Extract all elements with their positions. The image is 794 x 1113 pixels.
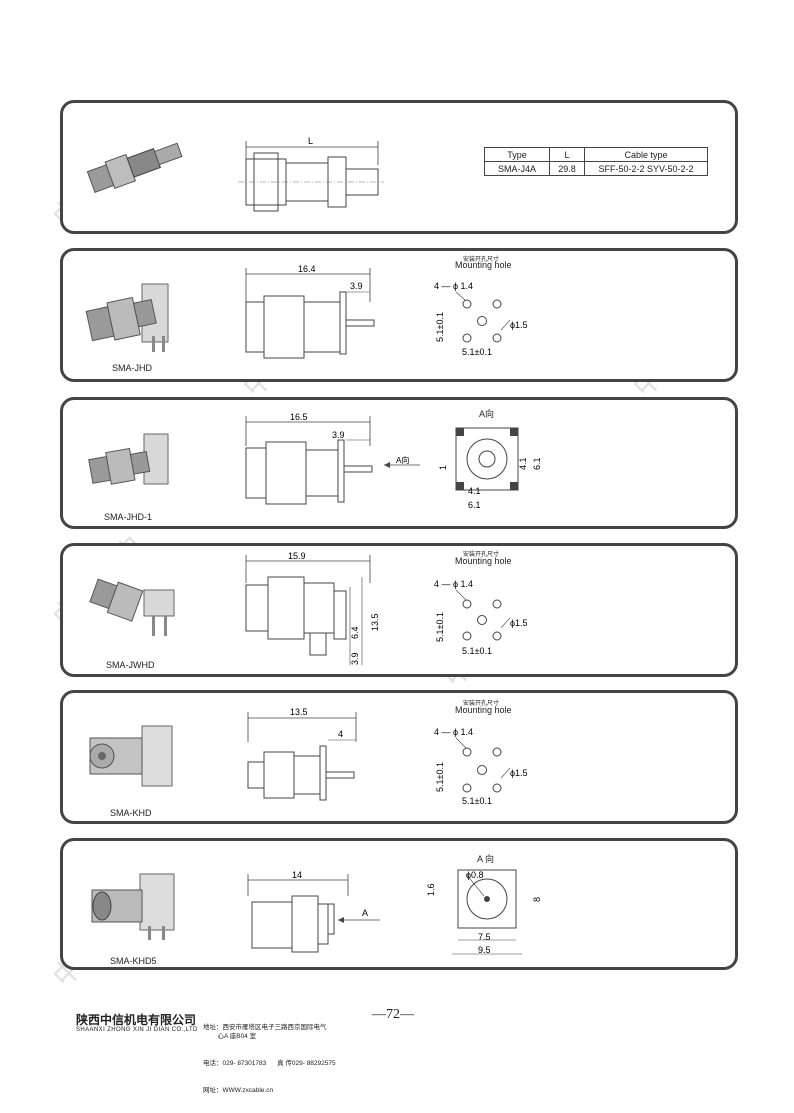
dim-horizontal: 5.1±0.1: [462, 347, 492, 357]
hole-title-cn: 安装开孔尺寸: [463, 256, 500, 263]
website: 网址：WWW.zxcable.cn: [203, 1087, 274, 1094]
model-label: SMA-KHD5: [110, 956, 157, 966]
drawing-sma-khd5: 14 A: [247, 870, 380, 953]
model-label: SMA-JHD-1: [104, 512, 153, 522]
hole-title-cn: 安装开孔尺寸: [463, 551, 500, 558]
connector-photo: [86, 142, 183, 193]
phi-small: 4 — ϕ 1.4: [434, 727, 473, 737]
company-contact: 地址：西安市雁塔区电子三路西京国际电气 心A 座B04 室 电话：029- 87…: [203, 1005, 336, 1113]
cell-cable-type: SFF-50-2-2 SYV-50-2-2: [584, 161, 708, 176]
dim-vertical: 5.1±0.1: [435, 312, 445, 342]
view-a-drawing: 4.1 6.1 1 4.1 6.1: [438, 427, 542, 510]
dim-vertical: 5.1±0.1: [435, 612, 445, 642]
dim-horizontal: 5.1±0.1: [462, 646, 492, 656]
hole-title-en: Mounting hole: [455, 556, 512, 566]
dim-h2: 6.1: [468, 500, 481, 510]
dim-length: 14: [292, 870, 302, 880]
connector-photo: [89, 725, 173, 787]
cell-l: 29.8: [549, 161, 585, 176]
phi: ϕ0.8: [466, 870, 484, 880]
phone-fax: 电话：029- 87301783 真 传029- 88292575: [203, 1060, 336, 1067]
phi-big: ϕ1.5: [510, 320, 528, 330]
dim-length: 16.4: [298, 264, 316, 274]
dim-h2: 9.5: [478, 945, 491, 955]
dim-length: 13.5: [290, 707, 308, 717]
drawing-sma-jhd-1: 16.5 3.9: [245, 412, 373, 505]
mounting-hole-drawing: 4 — ϕ 1.4 ϕ1.5 5.1±0.1 5.1±0.1: [434, 727, 528, 806]
dim-v1: 1.6: [426, 883, 436, 896]
header-type: Type: [484, 147, 550, 162]
connector-photo: [85, 283, 169, 352]
dim-h1: 4.1: [468, 486, 481, 496]
dim-pin: 3.9: [332, 430, 345, 440]
product-panel-sma-jhd-1: [60, 397, 738, 529]
dim-d: 13.5: [370, 613, 380, 631]
view-arrow: A向: [384, 455, 420, 468]
phi-big: ϕ1.5: [510, 768, 528, 778]
phi-small: 4 — ϕ 1.4: [434, 579, 473, 589]
arrow-label: A: [362, 908, 368, 918]
dim-pin: 4: [338, 729, 343, 739]
address: 地址：西安市雁塔区电子三路西京国际电气 心A 座B04 室: [203, 1024, 327, 1040]
hole-title-cn: 安装开孔尺寸: [463, 700, 500, 707]
view-a-drawing: ϕ0.8 1.6 8 7.5 9.5: [426, 869, 542, 955]
dim-v1: 4.1: [518, 457, 528, 470]
view-label: A 向: [477, 854, 495, 864]
mounting-hole-drawing: 4 — ϕ 1.4 ϕ1.5 5.1±0.1 5.1±0.1: [434, 281, 528, 357]
connector-photo: [89, 578, 175, 636]
phi-big: ϕ1.5: [510, 618, 528, 628]
hole-title-en: Mounting hole: [455, 260, 512, 270]
connector-photo: [91, 873, 175, 940]
drawing-sma-j4a: L: [238, 136, 384, 212]
model-label: SMA-JHD: [112, 363, 152, 373]
company-name-cn: 陕西中信机电有限公司: [76, 1013, 197, 1027]
spec-table: Type L Cable type SMA-J4A 29.8 SFF-50-2-…: [484, 147, 708, 176]
dim-h1: 7.5: [478, 932, 491, 942]
product-panel-sma-jhd: [60, 248, 738, 382]
view-arrow-label: A向: [396, 455, 409, 465]
dim-pin: 3.9: [350, 281, 363, 291]
dim-vertical: 5.1±0.1: [435, 762, 445, 792]
dim-c: 6.4: [350, 626, 360, 639]
drawing-sma-jwhd: 15.9 6.4 13.5 3.9: [245, 551, 380, 665]
phi-small: 4 — ϕ 1.4: [434, 281, 473, 291]
dim-v2: 6.1: [532, 457, 542, 470]
dim-e: 3.9: [350, 652, 360, 665]
header-cable-type: Cable type: [584, 147, 708, 162]
dim-l: L: [308, 136, 313, 146]
connector-photo: [88, 433, 169, 485]
dim-v3: 1: [438, 465, 448, 470]
company-name-en: SHAANXI ZHONG XIN JI DIAN CO.,LTD: [76, 1027, 198, 1033]
dim-length: 16.5: [290, 412, 308, 422]
view-label: A向: [479, 409, 495, 419]
model-label: SMA-JWHD: [106, 660, 155, 670]
drawing-sma-jhd: 16.4 3.9: [245, 264, 375, 359]
dim-horizontal: 5.1±0.1: [462, 796, 492, 806]
hole-title-en: Mounting hole: [455, 705, 512, 715]
dim-length: 15.9: [288, 551, 306, 561]
mounting-hole-drawing: 4 — ϕ 1.4 ϕ1.5 5.1±0.1 5.1±0.1: [434, 579, 528, 656]
drawing-sma-khd: 13.5 4: [247, 707, 357, 801]
page-footer: 陕西中信机电有限公司 SHAANXI ZHONG XIN JI DIAN CO.…: [0, 1005, 794, 1094]
page-number: —72—: [372, 1007, 414, 1022]
model-label: SMA-KHD: [110, 808, 152, 818]
cell-type: SMA-J4A: [484, 161, 550, 176]
dim-v2: 8: [532, 897, 542, 902]
product-panel-sma-khd: [60, 690, 738, 824]
header-l: L: [549, 147, 585, 162]
